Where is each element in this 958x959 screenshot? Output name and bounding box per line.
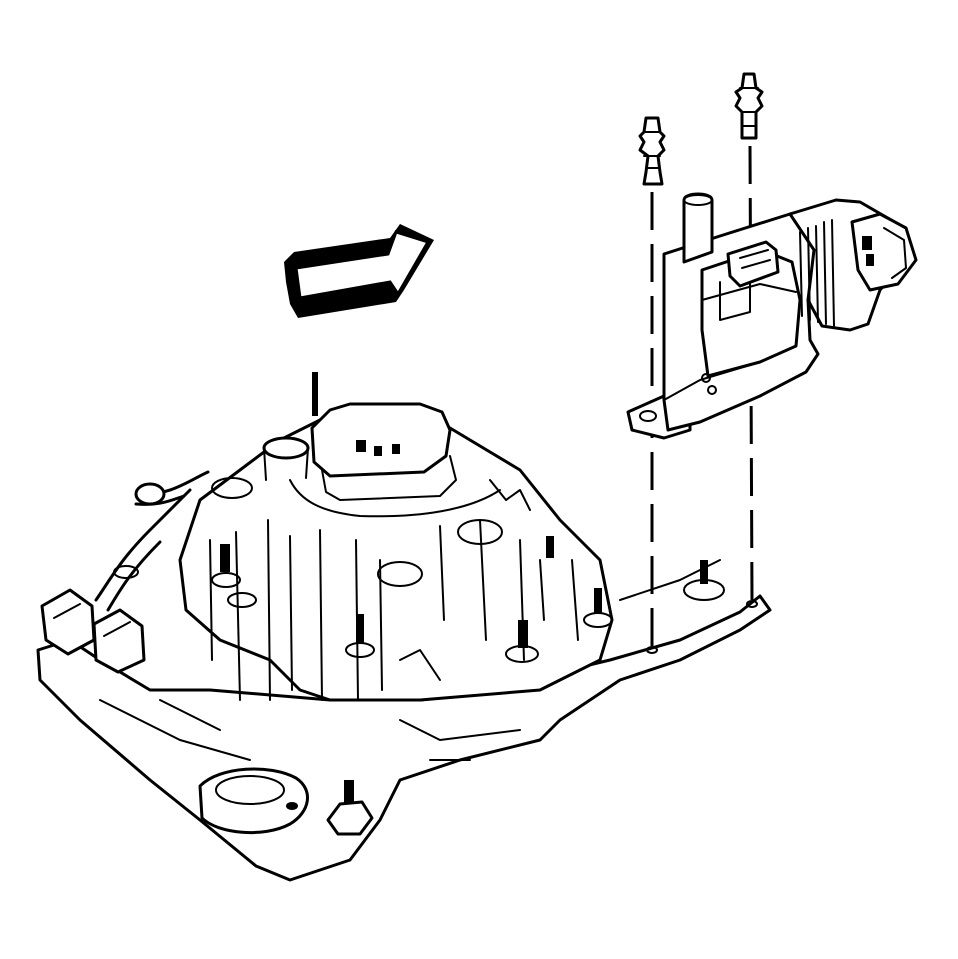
intake-manifold	[36, 372, 772, 882]
mounting-stud-left	[638, 116, 666, 650]
arrow-right-icon	[284, 224, 434, 318]
ignition-coil-bracket-assembly	[626, 192, 918, 440]
